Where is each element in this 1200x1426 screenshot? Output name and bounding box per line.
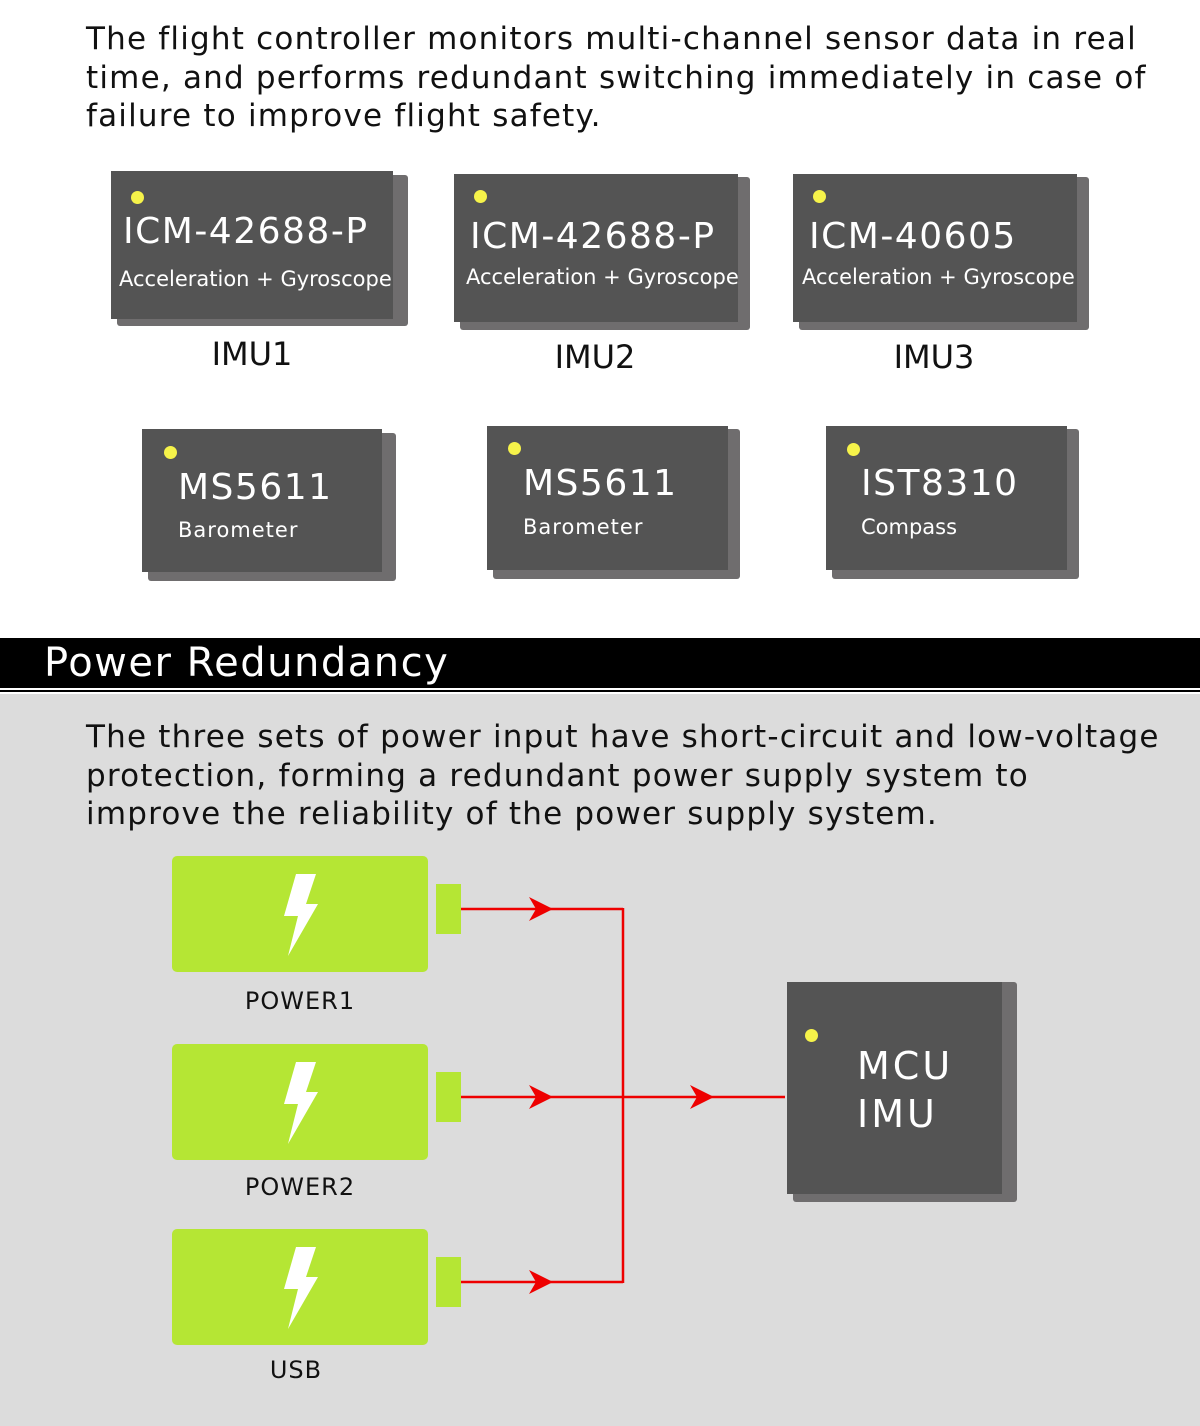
section-title: Power Redundancy: [44, 640, 450, 686]
imu3-label: IMU3: [893, 338, 975, 376]
banner-divider: [0, 690, 1200, 692]
lightning-bolt-icon: [284, 874, 318, 956]
power1-battery: [172, 856, 428, 972]
usb-battery: [172, 1229, 428, 1345]
chip-function: Compass: [861, 515, 958, 539]
chip-name: MS5611: [178, 467, 333, 508]
arrow-icon: [529, 897, 553, 921]
indicator-dot-icon: [508, 442, 521, 455]
section-banner: Power Redundancy: [0, 638, 1200, 688]
indicator-dot-icon: [164, 446, 177, 459]
chip-function: Barometer: [523, 515, 644, 539]
indicator-dot-icon: [847, 443, 860, 456]
imu1-label: IMU1: [211, 335, 293, 373]
chip-function: Barometer: [178, 518, 299, 542]
lightning-bolt-icon: [284, 1062, 318, 1144]
mcu-line2: IMU: [857, 1092, 938, 1136]
chip-function: Acceleration + Gyroscope: [802, 265, 1075, 289]
indicator-dot-icon: [474, 190, 487, 203]
chip-name: ICM-40605: [809, 216, 1017, 257]
power1-terminal: [436, 884, 461, 934]
mcu-line1: MCU: [857, 1044, 954, 1088]
chip-function: Acceleration + Gyroscope: [119, 267, 392, 291]
power1-label: POWER1: [244, 987, 356, 1015]
chip-function: Acceleration + Gyroscope: [466, 265, 739, 289]
chip-name: MS5611: [523, 463, 678, 504]
power2-battery: [172, 1044, 428, 1160]
power2-label: POWER2: [244, 1173, 356, 1201]
imu2-label: IMU2: [554, 338, 636, 376]
mcu-label: MCU IMU: [857, 1042, 953, 1138]
arrow-icon: [529, 1085, 553, 1109]
arrow-icon: [690, 1085, 714, 1109]
usb-label: USB: [269, 1356, 323, 1384]
lightning-bolt-icon: [284, 1247, 318, 1329]
chip-name: IST8310: [861, 463, 1019, 504]
chip-name: ICM-42688-P: [470, 216, 716, 257]
indicator-dot-icon: [813, 190, 826, 203]
arrow-icon: [529, 1270, 553, 1294]
indicator-dot-icon: [131, 191, 144, 204]
indicator-dot-icon: [805, 1029, 818, 1042]
usb-terminal: [436, 1257, 461, 1307]
chip-name: ICM-42688-P: [123, 211, 369, 252]
sensor-redundancy-description: The flight controller monitors multi-cha…: [86, 21, 1147, 134]
power2-terminal: [436, 1072, 461, 1122]
power-redundancy-description: The three sets of power input have short…: [86, 719, 1160, 832]
